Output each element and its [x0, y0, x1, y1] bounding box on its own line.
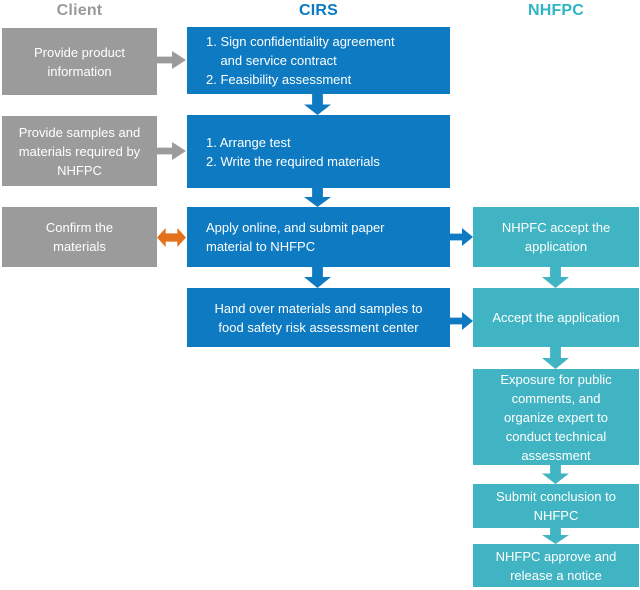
nhfpc-step-5: NHFPC approve and release a notice [473, 544, 639, 587]
nhfpc-step-1: NHPFC accept the application [473, 207, 639, 267]
column-header-cirs: CIRS [298, 2, 339, 19]
arrow-down-icon [542, 463, 569, 484]
arrow-right-icon [450, 312, 473, 330]
column-header-client: Client [56, 2, 103, 19]
client-step-3: Confirm the materials [2, 207, 157, 267]
client-step-2: Provide samples and materials required b… [2, 116, 157, 186]
arrow-down-icon [304, 266, 331, 288]
arrow-down-icon [304, 187, 331, 207]
nhfpc-step-2: Accept the application [473, 288, 639, 347]
nhfpc-step-3: Exposure for public comments, and organi… [473, 369, 639, 465]
arrow-right-icon [450, 228, 473, 246]
arrow-right-icon [157, 142, 186, 160]
cirs-step-3: Apply online, and submit paper material … [187, 207, 450, 267]
client-step-1: Provide product information [2, 28, 157, 95]
arrow-down-icon [542, 526, 569, 544]
cirs-step-1: 1. Sign confidentiality agreement and se… [187, 27, 450, 94]
arrow-down-icon [304, 94, 331, 115]
column-header-nhfpc: NHFPC [527, 2, 585, 19]
arrow-double-horizontal-icon [157, 228, 186, 247]
arrow-down-icon [542, 347, 569, 369]
arrow-down-icon [542, 266, 569, 288]
nhfpc-step-4: Submit conclusion to NHFPC [473, 484, 639, 528]
arrow-right-icon [157, 51, 186, 69]
cirs-step-4: Hand over materials and samples to food … [187, 288, 450, 347]
cirs-step-2: 1. Arrange test 2. Write the required ma… [187, 115, 450, 188]
